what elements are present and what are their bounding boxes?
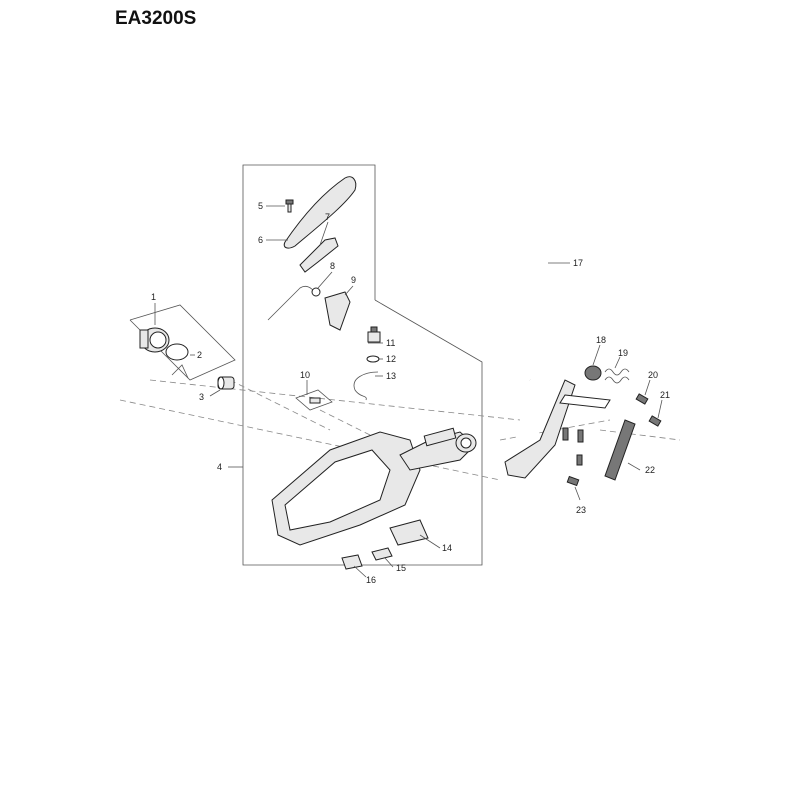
- part-15-label: [371, 547, 393, 561]
- handle-bracket: [559, 394, 611, 409]
- callout-5: 5: [258, 201, 263, 211]
- part-14-label: [389, 519, 429, 546]
- part-22-strip: [604, 419, 636, 481]
- part-7-trigger: [299, 237, 339, 273]
- callout-12: 12: [386, 354, 396, 364]
- callout-4: 4: [217, 462, 222, 472]
- part-10-clip: [295, 389, 333, 411]
- callout-19: 19: [618, 348, 628, 358]
- callout-20: 20: [648, 370, 658, 380]
- callout-6: 6: [258, 235, 263, 245]
- callout-1: 1: [151, 292, 156, 302]
- callout-22: 22: [645, 465, 655, 475]
- diagram-title: EA3200S: [115, 8, 197, 29]
- callout-16: 16: [366, 575, 376, 585]
- callout-11: 11: [386, 338, 395, 348]
- part-21-screw: [648, 415, 662, 427]
- part-9-lever: [324, 291, 351, 331]
- part-17-front-handle: [485, 254, 585, 471]
- callout-17: 17: [573, 258, 583, 268]
- bracket-screws: [562, 427, 584, 466]
- part-6-handle-cover: [283, 176, 357, 249]
- part-23-screw: [566, 475, 580, 487]
- callout-21: 21: [660, 390, 670, 400]
- callout-2: 2: [197, 350, 202, 360]
- callout-15: 15: [396, 563, 406, 573]
- part-4-main-housing: [271, 427, 477, 546]
- part-17-front-handle-inner: [483, 252, 587, 472]
- group-frame: [242, 164, 483, 566]
- callout-8: 8: [330, 261, 335, 271]
- part-16-label: [341, 554, 363, 570]
- part-18-cap: [584, 365, 602, 381]
- callout-9: 9: [351, 275, 356, 285]
- callout-3: 3: [199, 392, 204, 402]
- part-1-group-box: [129, 304, 236, 381]
- part-1-cap: [139, 327, 170, 353]
- part-19-spring: [604, 368, 630, 384]
- callout-7: 7: [325, 212, 330, 222]
- part-12-washer: [366, 355, 380, 363]
- callout-14: 14: [442, 543, 452, 553]
- part-17-handle-base: [504, 379, 576, 479]
- part-8-spring: [267, 285, 315, 321]
- part-2-ring: [165, 343, 189, 379]
- part-3-plug: [217, 376, 235, 390]
- callout-23: 23: [576, 505, 586, 515]
- part-20-screw: [635, 393, 649, 405]
- part-11-valve: [367, 326, 381, 343]
- callout-10: 10: [300, 370, 310, 380]
- part-13-hose: [353, 371, 379, 401]
- callout-18: 18: [596, 335, 606, 345]
- part-5-screw: [285, 199, 294, 213]
- callout-leaders: [154, 205, 663, 578]
- callout-13: 13: [386, 371, 396, 381]
